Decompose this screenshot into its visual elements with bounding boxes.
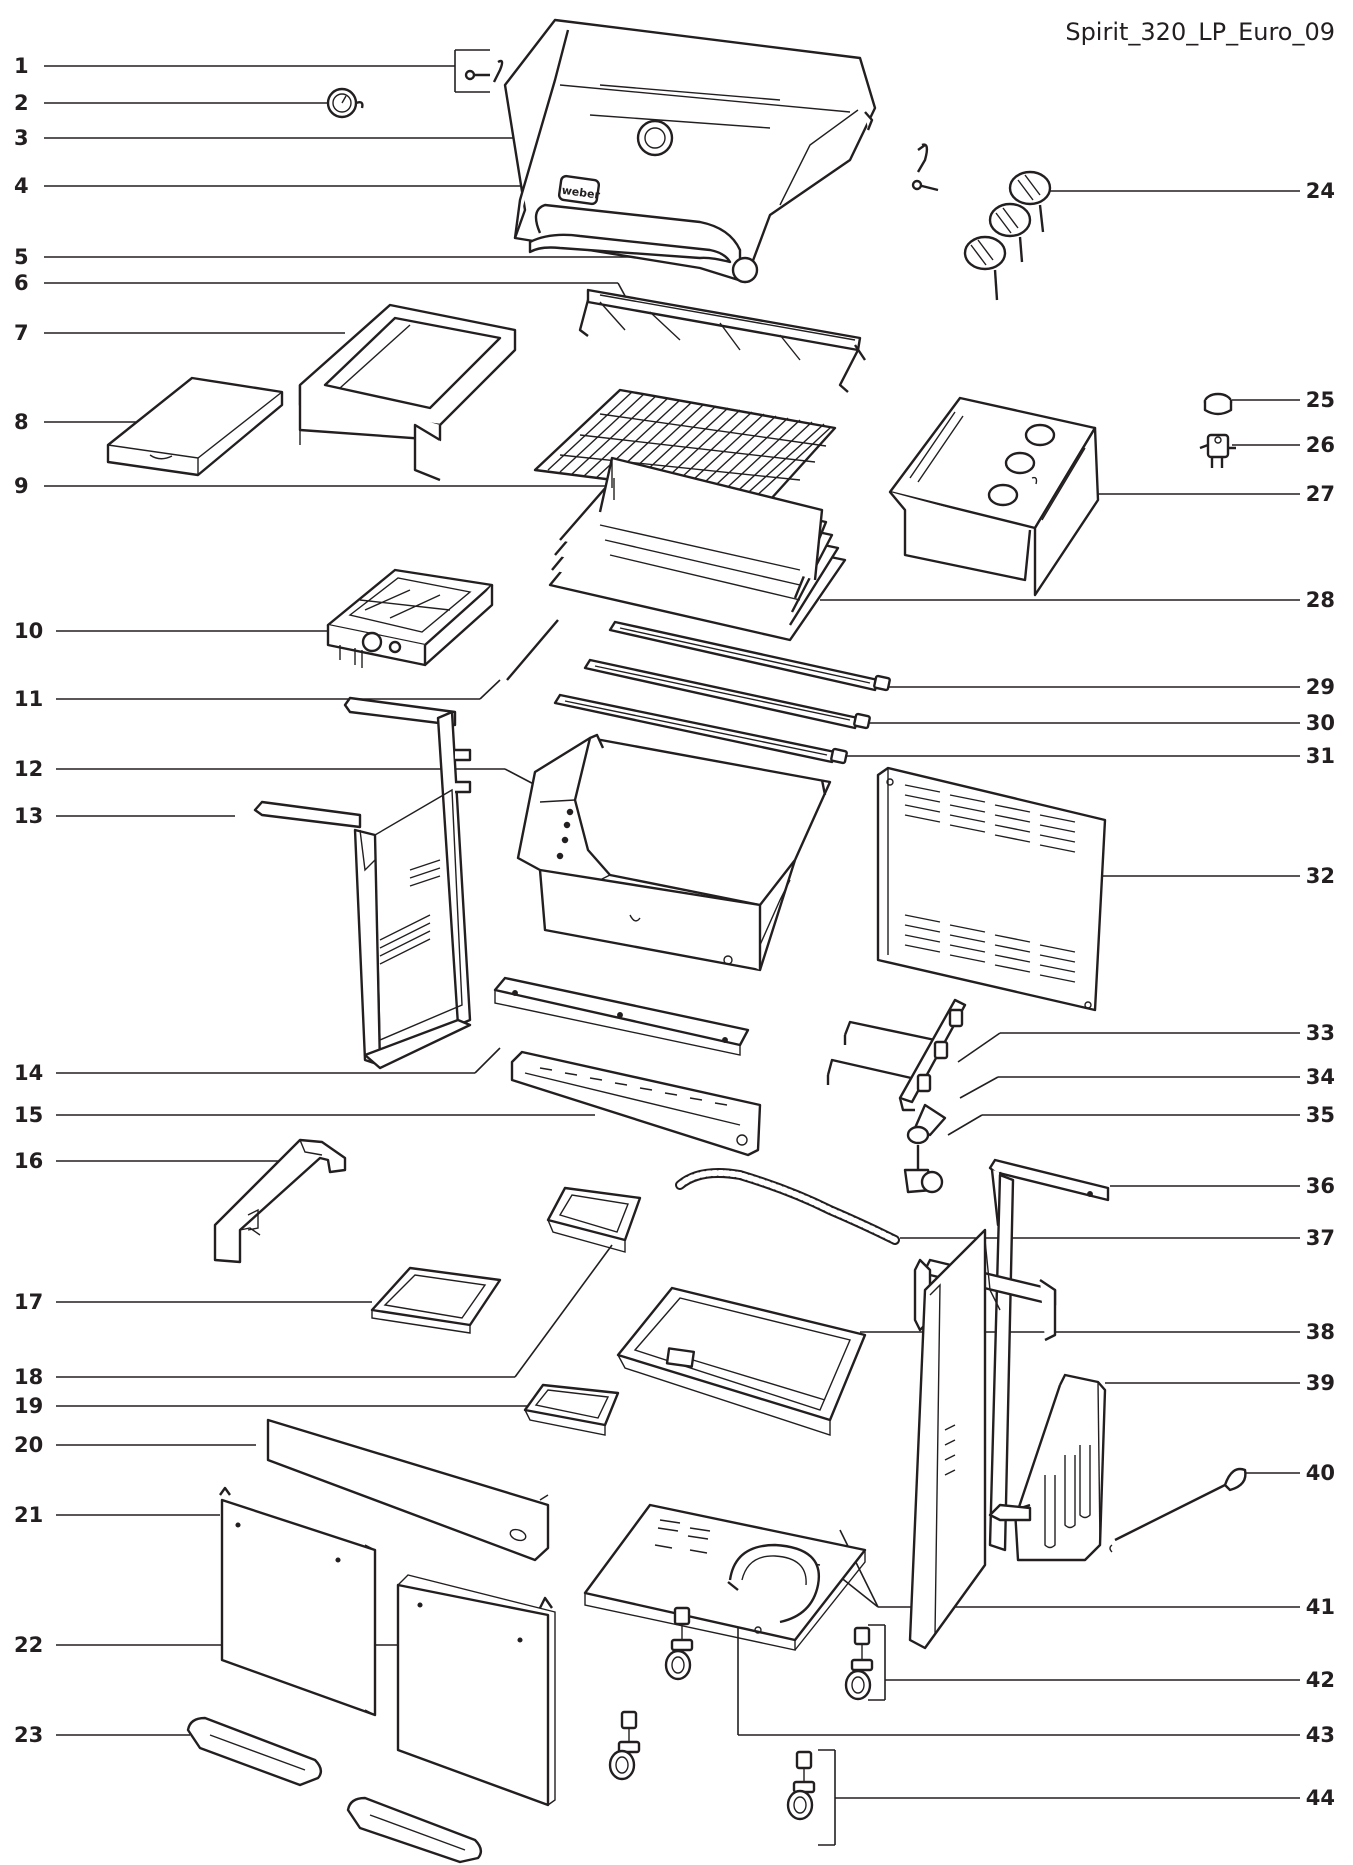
callout-4: 4 <box>14 174 29 198</box>
callout-3: 3 <box>14 126 29 150</box>
callout-18: 18 <box>14 1365 43 1389</box>
part-30-burner-tube <box>583 658 871 730</box>
part-17-tray-holder <box>370 1266 502 1334</box>
callout-21: 21 <box>14 1503 43 1527</box>
part-37-gas-hose <box>675 1168 900 1245</box>
part-33-manifold <box>826 998 967 1104</box>
callout-22: 22 <box>14 1633 43 1657</box>
callout-5: 5 <box>14 245 29 269</box>
part-23-door-handles <box>186 1716 483 1864</box>
callout-35: 35 <box>1306 1103 1335 1127</box>
part-12-cookbox <box>516 733 832 972</box>
part-8-work-surface <box>106 376 284 477</box>
part-6-warming-rack <box>578 288 866 393</box>
part-18-drip-tray <box>546 1186 642 1253</box>
callout-25: 25 <box>1306 388 1335 412</box>
callout-12: 12 <box>14 757 43 781</box>
part-34-igniter-wire <box>898 1097 915 1112</box>
part-26-valve <box>1199 433 1236 468</box>
part-2-thermometer <box>326 87 364 119</box>
diagram-title: Spirit_320_LP_Euro_09 <box>1065 18 1335 46</box>
part-28-flavorizer-bars <box>548 456 847 642</box>
part-5-handle <box>528 233 732 264</box>
callout-16: 16 <box>14 1149 43 1173</box>
part-41-tank-ring <box>727 1543 821 1624</box>
callout-6: 6 <box>14 271 29 295</box>
part-25-ignitor-button <box>1203 392 1233 416</box>
callout-40: 40 <box>1306 1461 1335 1485</box>
callout-17: 17 <box>14 1290 43 1314</box>
right-callouts: 24 25 26 27 28 29 30 31 32 33 34 35 36 3… <box>737 179 1335 1846</box>
part-39-tank-holder <box>988 1373 1107 1562</box>
part-35-regulator <box>903 1103 947 1194</box>
part-44-casters <box>608 1710 816 1821</box>
callout-20: 20 <box>14 1433 43 1457</box>
callout-42: 42 <box>1306 1668 1335 1692</box>
part-22-right-door <box>396 1574 556 1807</box>
part-42-casters <box>664 1606 874 1701</box>
callout-26: 26 <box>1306 433 1335 457</box>
part-1-hinge-pins <box>454 49 504 93</box>
part-7-side-table <box>298 303 517 482</box>
left-callouts: 1 2 3 4 5 6 7 8 9 10 11 12 13 14 15 16 1… <box>14 54 770 1747</box>
callout-32: 32 <box>1306 864 1335 888</box>
callout-13: 13 <box>14 804 43 828</box>
part-11-rod <box>506 619 559 681</box>
part-40-tank-strap <box>1109 1467 1247 1553</box>
callout-28: 28 <box>1306 588 1335 612</box>
callout-31: 31 <box>1306 744 1335 768</box>
callout-1: 1 <box>14 54 29 78</box>
callout-38: 38 <box>1306 1320 1335 1344</box>
callout-24: 24 <box>1306 179 1335 203</box>
callout-9: 9 <box>14 474 29 498</box>
weber-logo: weber <box>561 184 601 202</box>
part-20-door-header <box>266 1418 550 1562</box>
callout-23: 23 <box>14 1723 43 1747</box>
part-10-side-burner <box>326 568 494 668</box>
part-16-bracket <box>213 1138 347 1264</box>
callout-43: 43 <box>1306 1723 1335 1747</box>
part-21-left-door <box>219 1486 377 1717</box>
callout-11: 11 <box>14 687 43 711</box>
part-19-catch-pan <box>523 1383 620 1436</box>
callout-2: 2 <box>14 91 29 115</box>
callout-33: 33 <box>1306 1021 1335 1045</box>
part-29-burner-tube <box>608 620 891 692</box>
part-24-control-knobs <box>911 143 1052 301</box>
callout-37: 37 <box>1306 1226 1335 1250</box>
callout-39: 39 <box>1306 1371 1335 1395</box>
callout-7: 7 <box>14 321 29 345</box>
callout-30: 30 <box>1306 711 1335 735</box>
callout-27: 27 <box>1306 482 1335 506</box>
part-15-rear-rail <box>510 1050 762 1157</box>
callout-36: 36 <box>1306 1174 1335 1198</box>
callout-29: 29 <box>1306 675 1335 699</box>
part-27-control-panel <box>888 396 1100 597</box>
part-14-front-rail <box>493 976 750 1056</box>
callout-10: 10 <box>14 619 43 643</box>
callout-34: 34 <box>1306 1065 1335 1089</box>
callout-19: 19 <box>14 1394 43 1418</box>
callout-14: 14 <box>14 1061 43 1085</box>
part-4-lid: weber <box>503 18 877 284</box>
part-32-rear-panel <box>876 766 1107 1012</box>
part-38-bottom-tray <box>616 1286 867 1436</box>
part-36-right-frame <box>908 1158 1110 1650</box>
part-43-bottom-panel <box>583 1503 867 1651</box>
callout-44: 44 <box>1306 1786 1335 1810</box>
callout-15: 15 <box>14 1103 43 1127</box>
callout-41: 41 <box>1306 1595 1335 1619</box>
callout-8: 8 <box>14 410 29 434</box>
part-31-burner-tube <box>553 693 848 765</box>
part-13-left-frame <box>253 696 472 1070</box>
